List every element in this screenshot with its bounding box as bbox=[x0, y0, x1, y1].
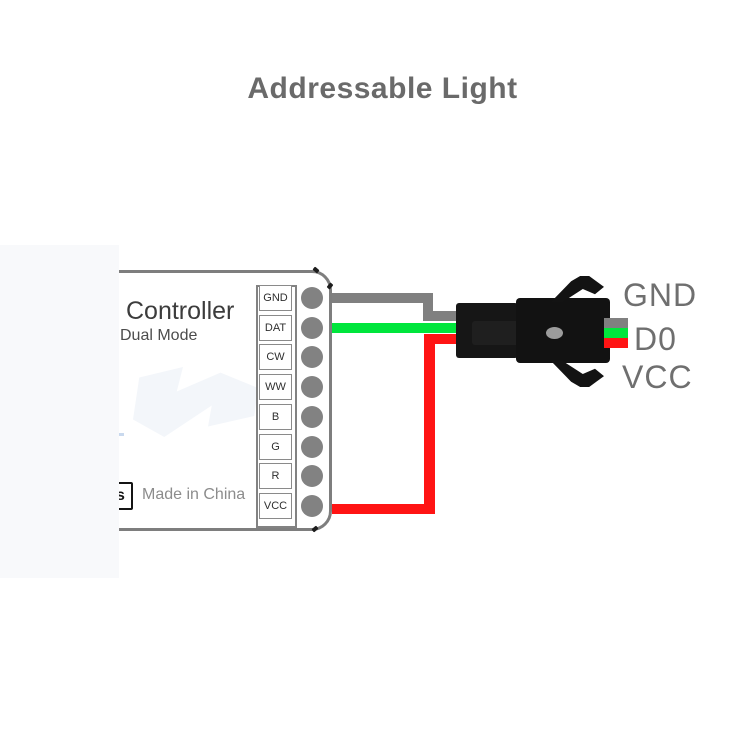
terminal-cw-label: CW bbox=[266, 351, 285, 363]
gnd-wire-entry bbox=[423, 311, 461, 321]
made-in-label: Made in China bbox=[142, 486, 246, 503]
dat-wire-horizontal bbox=[332, 323, 460, 333]
terminal-r: R bbox=[259, 463, 292, 489]
vcc-wire-stub bbox=[604, 338, 628, 348]
terminal-vcc-label: VCC bbox=[263, 500, 288, 512]
screw-terminal-g bbox=[301, 436, 323, 458]
screw-terminal-dat bbox=[301, 317, 323, 339]
gnd-wire-vertical bbox=[423, 293, 433, 321]
vcc-wire-horizontal bbox=[332, 504, 435, 514]
vcc-wire-entry bbox=[424, 334, 461, 344]
screw-terminal-gnd bbox=[301, 287, 323, 309]
d0-wire-stub bbox=[604, 328, 628, 338]
terminal-ww: WW bbox=[259, 374, 292, 400]
controller-mode-label: Dual Mode bbox=[120, 327, 198, 344]
gnd-wire-stub bbox=[604, 318, 628, 328]
terminal-g-label: G bbox=[271, 441, 280, 453]
terminal-gnd-label: GND bbox=[263, 292, 288, 304]
terminal-dat-label: DAT bbox=[264, 322, 287, 334]
terminal-gnd: GND bbox=[259, 285, 292, 311]
gnd-wire-horizontal bbox=[332, 293, 433, 303]
terminal-b: B bbox=[259, 404, 292, 430]
pin-label-d0: D0 bbox=[634, 321, 677, 357]
screw-terminal-b bbox=[301, 406, 323, 428]
vcc-wire-vertical bbox=[424, 334, 435, 514]
terminal-ww-label: WW bbox=[265, 381, 286, 393]
sm-connector-housing bbox=[516, 298, 610, 363]
screw-terminal-ww bbox=[301, 376, 323, 398]
edge-artifact-dash bbox=[114, 433, 124, 436]
screw-terminal-r bbox=[301, 465, 323, 487]
controller-name: Controller bbox=[126, 297, 235, 325]
terminal-b-label: B bbox=[271, 411, 280, 423]
terminal-vcc: VCC bbox=[259, 493, 292, 519]
terminal-r-label: R bbox=[271, 470, 280, 482]
page-title: Addressable Light bbox=[247, 72, 518, 105]
screw-terminal-vcc bbox=[301, 495, 323, 517]
terminal-dat: DAT bbox=[259, 315, 292, 341]
pin-label-vcc: VCC bbox=[622, 359, 693, 395]
cert-mark-label: s bbox=[116, 487, 125, 504]
connector-latch-bottom-icon bbox=[551, 361, 604, 387]
sm-connector-latch-hole bbox=[546, 327, 563, 339]
terminal-g: G bbox=[259, 434, 292, 460]
pin-label-gnd: GND bbox=[623, 277, 698, 313]
terminal-cw: CW bbox=[259, 344, 292, 370]
left-overlay-panel bbox=[0, 245, 119, 578]
screw-terminal-cw bbox=[301, 346, 323, 368]
